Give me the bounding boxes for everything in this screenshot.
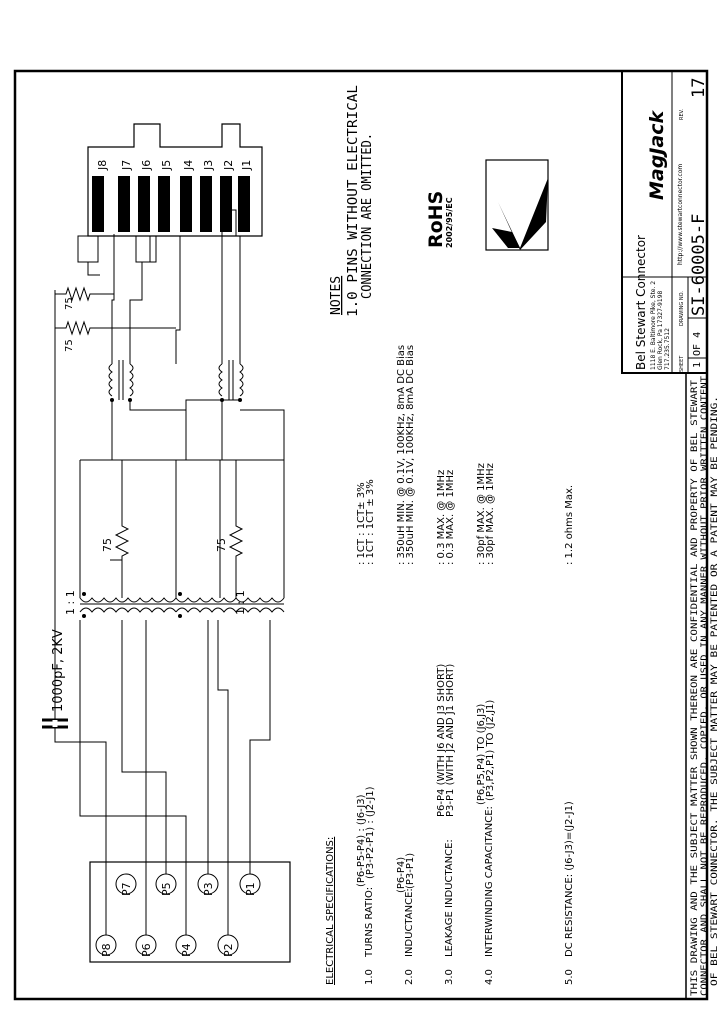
company-address-2: Glen Rock, Pa 17327-9198 (657, 290, 664, 370)
resistor-4-label: 75 (64, 339, 75, 352)
revision-number: 17 (689, 78, 709, 98)
spec-title: ELECTRICAL SPECIFICATIONS: (325, 837, 336, 985)
rohs-label: RoHS (425, 191, 447, 248)
spec-2-pins-1: (P6-P4) (396, 857, 407, 893)
plug-label-p8: P8 (100, 943, 113, 957)
spec-4-value-2: : 30pf MAX. @ 1MHz (485, 463, 496, 565)
capacitor: 1000pF, 2KV (42, 290, 68, 742)
confidential-line-3: OF BEL STEWART CONNECTOR. THE SUBJECT MA… (710, 396, 720, 986)
confidential-line-1: THIS DRAWING AND THE SUBJECT MATTER SHOW… (690, 379, 700, 996)
electrical-specifications: ELECTRICAL SPECIFICATIONS: 1.0 TURNS RAT… (325, 345, 575, 985)
jack-label-j6: J6 (140, 160, 153, 171)
rohs-check-icon (498, 178, 548, 250)
spec-5-number: 5.0 (564, 969, 575, 985)
spec-2-pins-2: (P3-P1) (405, 853, 416, 889)
resistor-2 (228, 520, 244, 560)
plug-connector (89, 861, 291, 963)
capacitor-label: 1000pF, 2KV (51, 629, 66, 712)
rj45-jack: J8 J7 J6 J5 J4 J3 J2 J1 (87, 123, 263, 237)
spec-2-value-2: : 350uH MIN. @ 0.1V, 100KHz, 8mA DC Bias (405, 345, 416, 565)
company-phone: 717.235.7512 (664, 328, 671, 370)
drawing-number: SI-60005-F (689, 214, 709, 316)
resistor-2-label: 75 (215, 538, 228, 552)
choke-1 (108, 360, 134, 402)
drawing-number-label: DRAWING NO. (679, 291, 685, 326)
choke-2 (218, 360, 244, 402)
sheet-number: 1 OF 4 (692, 332, 703, 368)
spec-3-pins-2: P3-P1 (WITH J2 AND J1 SHORT) (445, 664, 456, 817)
company-website: http://www.stewartconnector.com (677, 164, 684, 265)
spec-4-number: 4.0 (484, 969, 495, 985)
spec-2-value-1: : 350uH MIN. @ 0.1V, 100KHz, 8mA DC Bias (396, 345, 407, 565)
spec-4-value-1: : 30pf MAX. @ 1MHz (476, 463, 487, 565)
notes-line-2: CONNECTION ARE OMITTED. (360, 133, 375, 299)
spec-1-number: 1.0 (364, 969, 375, 985)
title-block: Bel Stewart Connector 1118 E. Baltimore … (621, 70, 709, 374)
confidential-line-2: CONNECTOR AND SHALL NOT BE REPRODUCED, C… (700, 375, 710, 996)
resistor-1 (114, 520, 130, 560)
transformer-2: 1 : 1 75 (175, 459, 285, 618)
spec-1-value-1: : 1CT : 1CT± 3% (356, 482, 367, 565)
company-address-1: 1118 E. Baltimore Pike, Ste. 2 (650, 281, 657, 370)
jack-label-j8: J8 (96, 160, 109, 171)
notes: NOTES 1.0 PINS WITHOUT ELECTRICAL CONNEC… (329, 85, 375, 317)
spec-4-pins-1: (P6,P5,P4) TO (J6,J3) (476, 704, 487, 805)
shield-resistors: 75 75 (54, 235, 176, 352)
spec-3-label: LEAKAGE INDUCTANCE: (444, 839, 455, 957)
plug-label-p5: P5 (160, 882, 173, 896)
transformer-1: 1 : 1 75 (64, 459, 177, 618)
spec-2-label: INDUCTANCE: (404, 888, 415, 957)
plug-pin-p7 (115, 873, 137, 895)
jack-wiring (111, 209, 285, 460)
spec-1-value-2: : 1CT : 1CT ± 3% (365, 479, 376, 565)
rohs-logo: RoHS 2002/95/EC (425, 159, 549, 251)
spec-5-label: DC RESISTANCE: (J6-J3)=(J2-J1) (564, 801, 575, 957)
jack-label-j3: J3 (202, 160, 215, 171)
spec-5-value-1: : 1.2 ohms Max. (564, 485, 575, 565)
plug-label-p3: P3 (202, 882, 215, 896)
resistor-3-label: 75 (64, 297, 75, 310)
schematic: P8 P7 P6 P5 P4 P3 P2 P1 (42, 123, 291, 963)
plug-label-p2: P2 (222, 943, 235, 957)
jack-label-j4: J4 (182, 160, 195, 171)
brand-logo: MagJack (646, 110, 668, 200)
sheet-label: SHEET (679, 355, 685, 372)
jack-label-j7: J7 (120, 160, 133, 171)
revision-label: REV. (679, 109, 685, 120)
plug-label-p6: P6 (140, 943, 153, 957)
resistor-1-label: 75 (101, 538, 114, 552)
plug-label-p4: P4 (180, 943, 193, 957)
rohs-directive: 2002/95/EC (445, 197, 454, 248)
spec-3-pins-1: P6-P4 (WITH J6 AND J3 SHORT) (436, 664, 447, 817)
spec-2-number: 2.0 (404, 969, 415, 985)
spec-4-pins-2: (P3,P2,P1) TO (J2,J1) (485, 700, 496, 801)
spec-4-label: INTERWINDING CAPACITANCE: (484, 806, 495, 957)
jack-label-j5: J5 (160, 160, 173, 171)
spec-3-value-2: : 0.3 MAX. @ 1MHz (445, 470, 456, 565)
spec-1-pins-1: (P6-P5-P4) : (J6-J3) (356, 794, 367, 887)
jack-label-j2: J2 (222, 160, 235, 171)
spec-3-number: 3.0 (444, 969, 455, 985)
spec-1-pins-2: (P3-P2-P1) : (J2-J1) (365, 786, 376, 879)
plug-label-p7: P7 (120, 882, 133, 896)
notes-title: NOTES (329, 276, 344, 315)
transformer-1-ratio: 1 : 1 (64, 590, 77, 615)
spec-3-value-1: : 0.3 MAX. @ 1MHz (436, 470, 447, 565)
spec-1-label: TURNS RATIO: (364, 887, 375, 958)
plug-pins: P8 P7 P6 P5 P4 P3 P2 P1 (95, 873, 261, 957)
plug-label-p1: P1 (244, 882, 257, 896)
notes-line-1: 1.0 PINS WITHOUT ELECTRICAL (346, 85, 361, 317)
company-name: Bel Stewart Connector (634, 235, 648, 370)
confidential-notice: THIS DRAWING AND THE SUBJECT MATTER SHOW… (685, 372, 720, 1000)
jack-label-j1: J1 (240, 160, 253, 171)
